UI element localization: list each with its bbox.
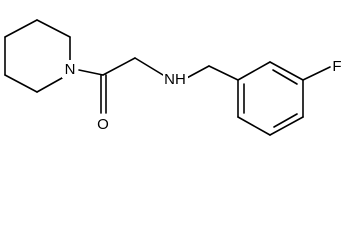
bond-ar5-fluorine <box>302 66 331 81</box>
bond-c3-c4 <box>4 19 38 38</box>
bond-carbonyl-ch2 <box>102 57 136 76</box>
bond-c2-c3 <box>36 19 71 38</box>
bond-ar6-ar1 <box>237 61 271 81</box>
aromatic-inner-bond-3 <box>272 69 298 85</box>
structure-canvas: N O NH F <box>4 19 344 136</box>
aromatic-inner-bond-2 <box>273 113 298 128</box>
ring-nitrogen-label: N <box>65 61 76 78</box>
piperidine-ring <box>4 19 71 93</box>
bond-ar2-ar3 <box>237 116 271 136</box>
molecule-drawing: N O NH F <box>4 19 344 136</box>
bond-c6-n <box>36 77 63 93</box>
bond-n-carbonyl <box>78 69 104 76</box>
bond-benzyl-ring <box>208 65 239 81</box>
fluorine-label: F <box>332 58 341 75</box>
amide-chain <box>78 57 239 114</box>
bond-c5-c6 <box>4 74 38 93</box>
atom-labels: N O NH F <box>62 57 344 133</box>
bond-ar3-ar4 <box>269 116 304 136</box>
bond-ch2-nh <box>134 57 164 76</box>
benzene-ring <box>237 61 331 136</box>
amine-nh-label: NH <box>164 71 186 88</box>
bond-ar5-ar6 <box>269 61 304 81</box>
carbonyl-oxygen-label: O <box>97 116 109 133</box>
